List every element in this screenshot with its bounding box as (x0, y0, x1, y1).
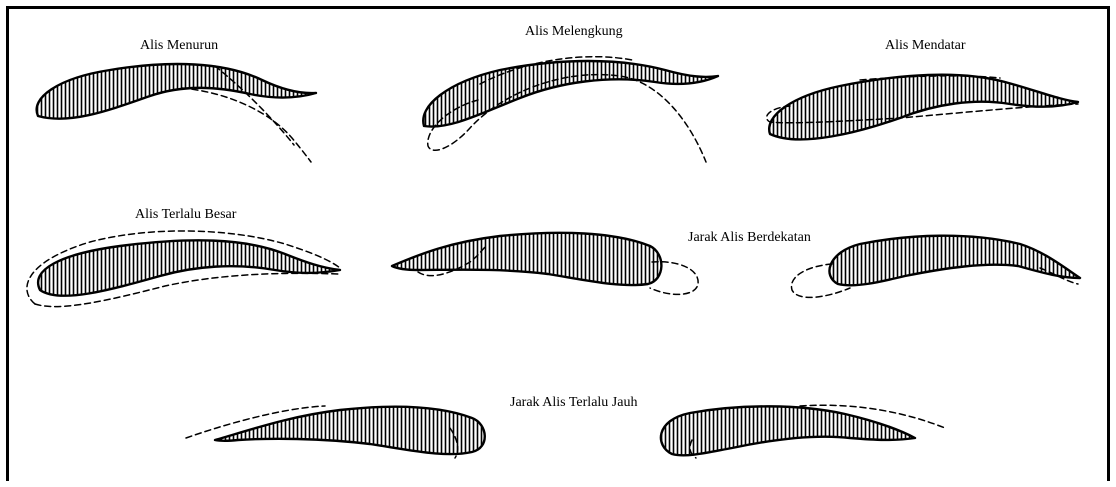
eyebrow-terlalu-jauh-right (661, 405, 945, 458)
eyebrow-melengkung (423, 57, 718, 162)
label-alis-mendatar: Alis Mendatar (885, 38, 966, 53)
label-jarak-alis-berdekatan: Jarak Alis Berdekatan (688, 230, 811, 245)
label-alis-melengkung: Alis Melengkung (525, 24, 623, 39)
brow-shape (38, 240, 340, 295)
guide-line (182, 88, 311, 162)
eyebrow-berdekatan-left (392, 233, 698, 295)
label-jarak-alis-terlalu-jauh: Jarak Alis Terlalu Jauh (510, 395, 637, 410)
brow-shape (423, 61, 718, 127)
label-alis-menurun: Alis Menurun (140, 38, 218, 53)
eyebrow-menurun (37, 64, 316, 162)
eyebrow-mendatar (767, 75, 1078, 140)
eyebrow-terlalu-jauh-left (186, 406, 485, 458)
brow-shape (37, 64, 316, 119)
brow-shape (392, 233, 661, 285)
brow-shape (829, 236, 1080, 286)
label-alis-terlalu-besar: Alis Terlalu Besar (135, 207, 237, 222)
eyebrow-berdekatan-right (791, 236, 1080, 298)
brow-shape (215, 407, 485, 454)
eyebrow-terlalu-besar (27, 231, 340, 307)
brow-shape (661, 406, 915, 455)
